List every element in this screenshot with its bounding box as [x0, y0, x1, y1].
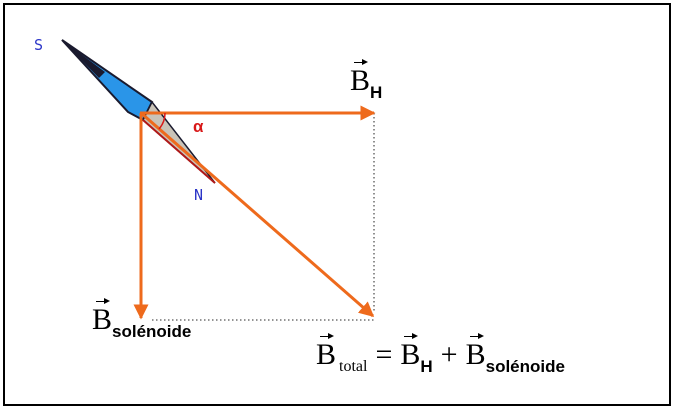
needle-south-tip [62, 40, 105, 78]
vector-arrow-icon [354, 59, 369, 66]
bsolenoide-subscript: solénoide [112, 322, 192, 341]
vector-arrow-icon [404, 333, 419, 340]
eq-bh-symbol-text: B [400, 338, 421, 371]
bh-vector-label: BH [350, 59, 382, 101]
eq-bsolenoide-subscript: solénoide [485, 357, 565, 376]
bsolenoide-vector-symbol: B [92, 298, 113, 336]
plus-sign: + [440, 338, 458, 371]
vector-arrow-icon [469, 333, 484, 340]
eq-bh-vector-symbol: B [400, 333, 421, 371]
btotal-symbol-text: B [316, 338, 337, 371]
eq-bh-subscript: H [420, 357, 433, 376]
north-pole-label: N [194, 186, 204, 204]
vector-btotal-arrow [140, 111, 375, 318]
angle-alpha-label: α [193, 117, 204, 136]
equals-sign: = [375, 338, 393, 371]
btotal-vector-symbol: B [316, 333, 337, 371]
bsolenoide-symbol-text: B [92, 303, 113, 336]
bsolenoide-vector-label: Bsolénoide [92, 298, 191, 340]
bh-subscript: H [370, 83, 383, 102]
btotal-subscript: total [339, 358, 368, 375]
diagram-frame [3, 3, 671, 406]
eq-bsolenoide-symbol-text: B [465, 338, 486, 371]
vector-arrow-icon [96, 298, 111, 305]
bh-vector-symbol: B [350, 59, 371, 97]
eq-bsolenoide-vector-symbol: B [465, 333, 486, 371]
needle-north-edge [142, 119, 216, 184]
angle-arc [158, 112, 166, 130]
bh-symbol-text: B [350, 64, 371, 97]
south-pole-label: S [34, 36, 44, 54]
vector-arrow-icon [320, 333, 335, 340]
